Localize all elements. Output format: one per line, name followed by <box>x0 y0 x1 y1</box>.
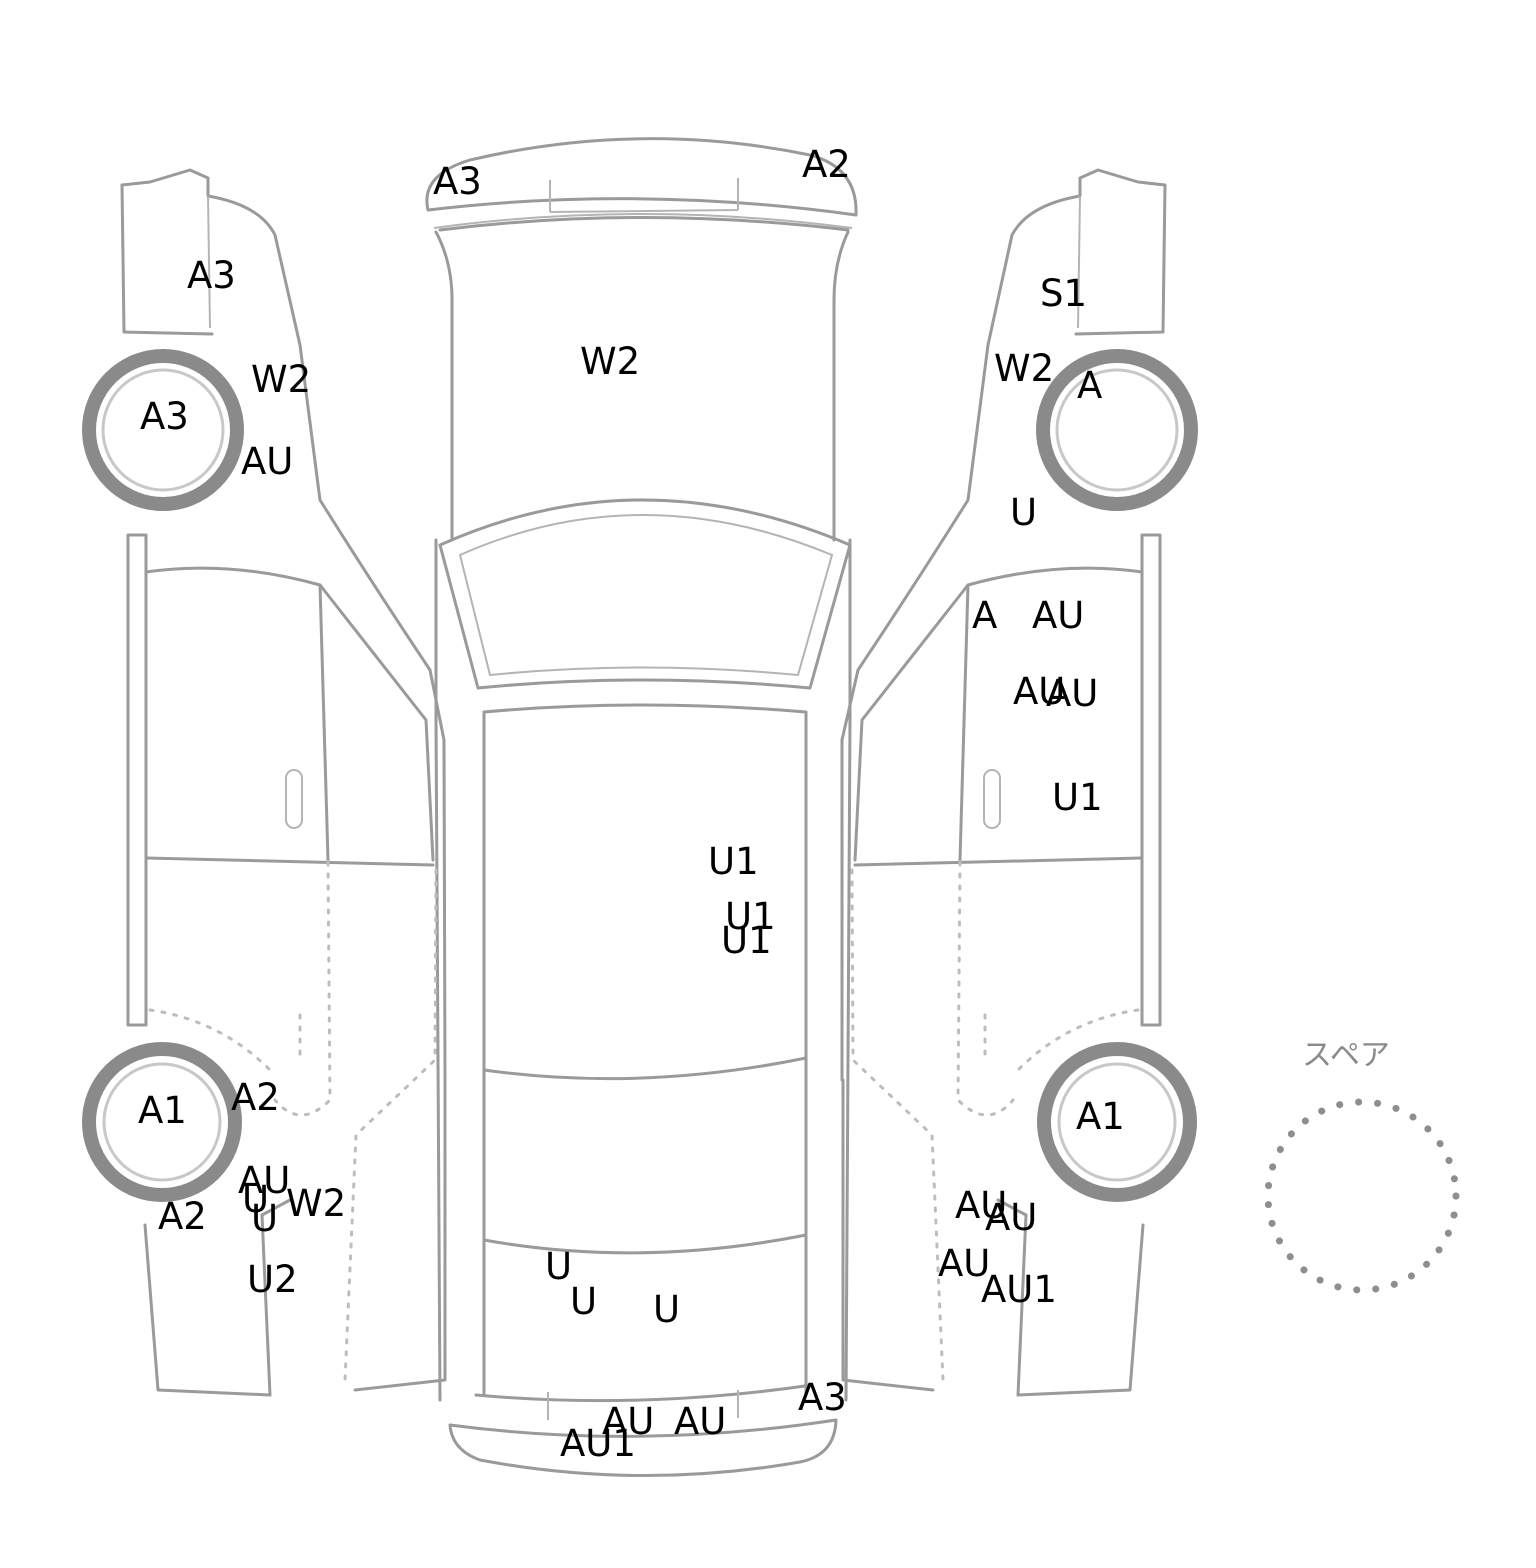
damage-code: AU <box>1013 670 1065 713</box>
spare-label: スペア <box>1302 1038 1390 1073</box>
damage-code: A2 <box>802 143 851 186</box>
damage-code: AU <box>1032 594 1084 637</box>
damage-codes: A3 A2 W2 U1 U1 U1 U U U AU AU AU1 A3 A3 … <box>138 143 1125 1465</box>
damage-code: AU <box>938 1242 990 1285</box>
damage-code: AU <box>985 1196 1037 1239</box>
damage-code: U <box>1010 491 1037 534</box>
damage-code: AU <box>955 1184 1007 1227</box>
damage-code: U <box>570 1280 597 1323</box>
damage-code: U2 <box>247 1258 298 1301</box>
damage-code: W2 <box>580 340 640 383</box>
damage-code: U1 <box>721 919 772 962</box>
damage-code: U1 <box>725 895 776 938</box>
damage-code: AU <box>1046 672 1098 715</box>
damage-code: AU <box>241 440 293 483</box>
top-view-outline <box>425 137 858 1477</box>
damage-code: A3 <box>798 1376 847 1419</box>
damage-code: A1 <box>138 1089 187 1132</box>
damage-code: A1 <box>1076 1095 1125 1138</box>
damage-code: U <box>251 1197 278 1240</box>
damage-code: A <box>1077 364 1102 407</box>
spare-tire-icon <box>1264 1098 1460 1294</box>
damage-code: AU1 <box>560 1422 636 1465</box>
damage-code: W2 <box>251 358 311 401</box>
damage-code: U <box>545 1245 572 1288</box>
damage-code: AU1 <box>981 1268 1057 1311</box>
damage-code: AU <box>238 1159 290 1202</box>
damage-code: U1 <box>708 840 759 883</box>
damage-code: A3 <box>187 254 236 297</box>
damage-code: U1 <box>1052 776 1103 819</box>
damage-code: A2 <box>231 1076 280 1119</box>
damage-code: A <box>972 594 997 637</box>
damage-code: W2 <box>994 347 1054 390</box>
damage-code: U <box>242 1178 269 1221</box>
damage-code: A3 <box>140 395 189 438</box>
damage-code: AU <box>674 1400 726 1443</box>
damage-code: W2 <box>286 1182 346 1225</box>
damage-code: U <box>653 1288 680 1331</box>
damage-code: A3 <box>433 160 482 203</box>
damage-code: AU <box>602 1400 654 1443</box>
left-side-outline <box>82 168 447 1397</box>
damage-code: S1 <box>1040 272 1087 315</box>
damage-code: A2 <box>158 1195 207 1238</box>
spare-tire: スペア <box>1264 1038 1460 1294</box>
right-side-outline <box>840 168 1198 1397</box>
